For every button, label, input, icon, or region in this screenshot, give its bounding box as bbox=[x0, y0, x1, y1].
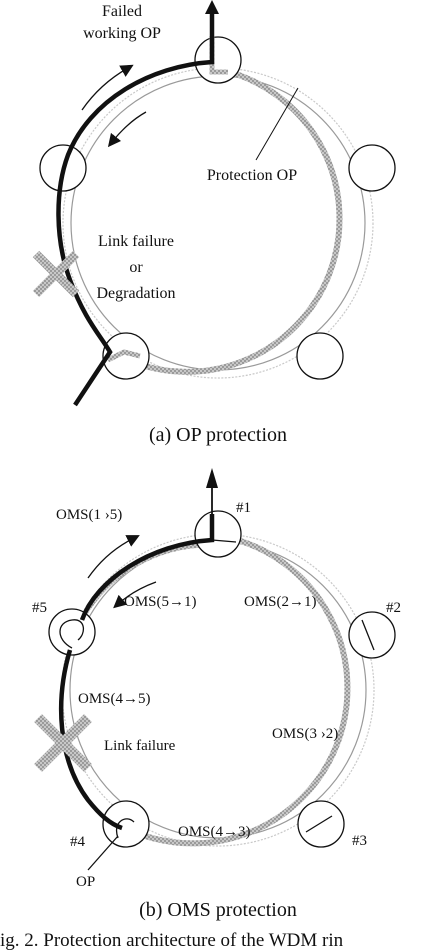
label-oms-3-2: OMS(3 ›2) bbox=[272, 726, 338, 742]
label-oms-1-5: OMS(1 ›5) bbox=[56, 507, 122, 523]
protection-op-stub-bottom bbox=[106, 349, 141, 363]
up-arrow-head-b bbox=[206, 468, 218, 488]
caption-a: (a) OP protection bbox=[149, 424, 287, 446]
caption-b: (b) OMS protection bbox=[139, 899, 297, 921]
label-degradation: Degradation bbox=[96, 285, 175, 302]
label-oms-4-3: OMS(4→3) bbox=[178, 824, 251, 840]
node-a-top bbox=[194, 36, 242, 84]
node-b-4 bbox=[102, 800, 150, 848]
link-node-1 bbox=[211, 539, 237, 543]
failed-working-op bbox=[56, 38, 215, 407]
label-or: or bbox=[129, 259, 143, 276]
figure-caption: ig. 2. Protection architecture of the WD… bbox=[0, 930, 344, 951]
node-a-right bbox=[348, 144, 396, 192]
node-b-1 bbox=[194, 510, 242, 558]
label-node-2: #2 bbox=[386, 600, 401, 616]
failure-mark-a bbox=[32, 250, 80, 298]
ring-a-inner bbox=[70, 75, 366, 371]
op-input-line bbox=[87, 835, 119, 871]
diagram-b: OMS(1 ›5) #1 #5 OMS(5→1) OMS(2→1) #2 OMS… bbox=[32, 468, 401, 921]
ring-a-outer bbox=[62, 67, 374, 379]
protection-leader bbox=[255, 87, 299, 161]
label-node-1: #1 bbox=[236, 500, 251, 516]
label-node-4: #4 bbox=[70, 834, 86, 850]
label-link-failure-b: Link failure bbox=[104, 738, 176, 754]
label-working-op: working OP bbox=[83, 25, 161, 42]
up-arrow-head-a bbox=[205, 0, 219, 14]
oms-protection-path bbox=[112, 534, 351, 847]
loop-node-5 bbox=[59, 619, 84, 649]
label-failed: Failed bbox=[102, 3, 142, 20]
label-oms-2-1: OMS(2→1) bbox=[244, 594, 317, 610]
node-a-bottom-right bbox=[296, 332, 344, 380]
label-node-3: #3 bbox=[352, 833, 367, 849]
failure-mark-b bbox=[34, 714, 92, 772]
node-b-2 bbox=[348, 611, 396, 659]
label-oms-5-1: OMS(5→1) bbox=[124, 594, 197, 610]
link-node-2 bbox=[361, 619, 375, 651]
oms-working-op bbox=[58, 514, 215, 831]
direction-arrow-down bbox=[107, 111, 147, 148]
direction-arrow-up bbox=[81, 64, 134, 111]
node-a-bottom-left bbox=[102, 332, 150, 380]
loop-node-4 bbox=[115, 818, 135, 839]
label-node-5: #5 bbox=[32, 600, 47, 616]
oms-arrow-1 bbox=[87, 535, 140, 579]
label-oms-4-5: OMS(4→5) bbox=[78, 691, 151, 707]
ring-b-inner bbox=[69, 541, 367, 839]
label-op: OP bbox=[76, 874, 95, 890]
label-protection-op: Protection OP bbox=[207, 167, 297, 184]
link-node-3 bbox=[305, 815, 333, 833]
oms-arrow-2 bbox=[113, 581, 157, 609]
node-b-3 bbox=[297, 800, 345, 848]
diagram-a: Failed working OP Protection OP Link fai… bbox=[32, 0, 396, 446]
label-link-failure-a: Link failure bbox=[98, 233, 174, 250]
node-b-5 bbox=[48, 608, 96, 656]
ring-b-outer bbox=[61, 533, 375, 847]
protection-op-path bbox=[111, 67, 343, 375]
